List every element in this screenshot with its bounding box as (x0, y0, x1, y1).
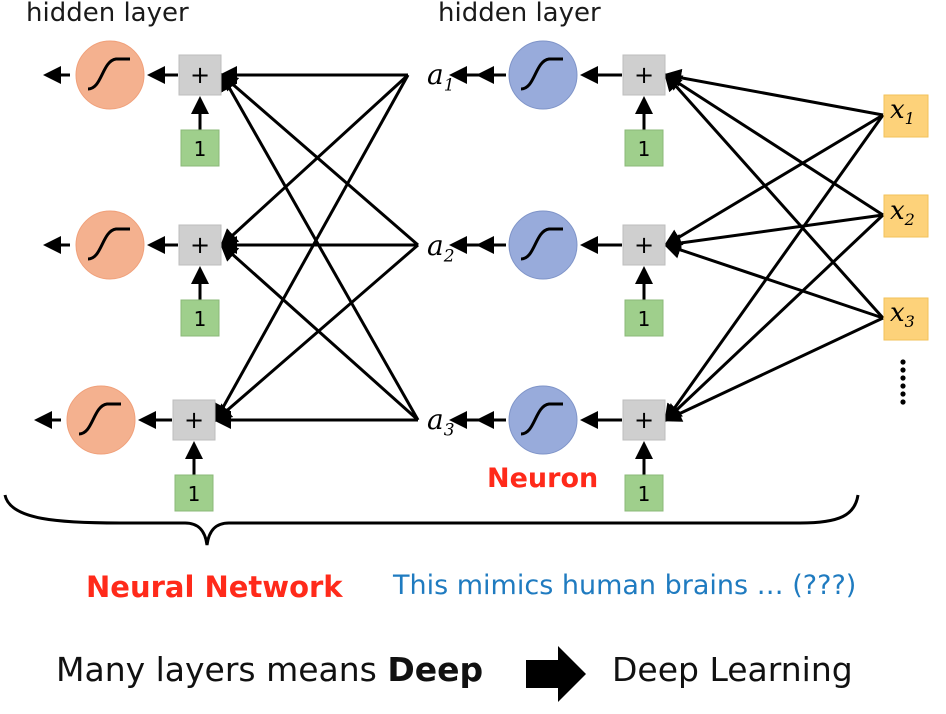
more-inputs-dot (900, 399, 906, 405)
node-shapes: +1 +1 +1 +1 +1 +1 (3, 40, 929, 546)
right-bias-box-2 (624, 299, 664, 337)
right-layer-title: hidden layer (438, 0, 601, 28)
bottom-caption-right: Deep Learning (612, 650, 853, 689)
bias-value: 1 (638, 307, 651, 331)
more-inputs-dot (900, 359, 906, 365)
left-sum-box-1 (178, 54, 222, 96)
sigmoid-icon (520, 402, 563, 436)
sigmoid-icon (520, 57, 563, 91)
input-box-x3 (883, 297, 929, 341)
sigmoid-icon (87, 227, 130, 261)
left-neuron-1 (75, 40, 145, 110)
edge-x1-to-right-sum-3 (664, 114, 885, 423)
right-neuron-1 (508, 40, 578, 110)
plus-icon: + (190, 61, 210, 89)
more-inputs-dot (900, 383, 906, 389)
edge-a3-to-left-sum-2 (219, 243, 419, 422)
edge-x2-to-right-sum-2 (663, 213, 884, 252)
edge-x3-to-right-sum-3 (663, 316, 884, 422)
right-bias-box-3 (624, 474, 664, 512)
right-bias-box-1 (624, 129, 664, 167)
mimics-brain-label: This mimics human brains … (???) (393, 570, 857, 601)
input-label-x3: x3 (890, 298, 915, 332)
right-sum-box-3 (622, 399, 666, 441)
activation-label-a2: a2 (427, 229, 455, 267)
edge-x2-to-right-sum-1 (663, 73, 884, 217)
bias-value: 1 (188, 482, 201, 506)
edge-a1-to-left-sum-2 (219, 73, 410, 248)
more-inputs-dot (900, 391, 906, 397)
activation-label-a3: a3 (427, 403, 455, 441)
sigmoid-icon (87, 57, 130, 91)
plus-icon: + (634, 61, 654, 89)
edge-a2-to-left-sum-3 (213, 243, 419, 422)
left-layer-title: hidden layer (26, 0, 189, 28)
input-box-x1 (883, 94, 929, 138)
right-neuron-2 (508, 210, 578, 280)
sigmoid-icon (520, 227, 563, 261)
left-neuron-3 (66, 385, 136, 455)
plus-icon: + (184, 406, 204, 434)
right-sum-box-1 (622, 54, 666, 96)
plus-icon: + (634, 231, 654, 259)
edge-a2-to-left-sum-1 (219, 73, 419, 247)
edge-x3-to-right-sum-1 (664, 72, 885, 319)
edge-a3-to-left-sum-1 (220, 72, 420, 421)
left-bias-box-3 (174, 474, 214, 512)
plus-icon: + (634, 406, 654, 434)
edge-x2-to-right-sum-3 (663, 213, 885, 423)
sigmoid-icon (78, 402, 121, 436)
plus-icon: + (190, 231, 210, 259)
input-label-x1: x1 (890, 95, 915, 129)
more-inputs-dot (900, 375, 906, 381)
neural-network-label: Neural Network (86, 570, 343, 604)
left-bias-box-2 (180, 299, 220, 337)
edge-a1-to-left-sum-3 (214, 74, 410, 423)
left-neuron-2 (75, 210, 145, 280)
more-inputs-dot (900, 367, 906, 373)
bottom-caption-left: Many layers means Deep (56, 650, 484, 689)
bias-value: 1 (194, 137, 207, 161)
bias-value: 1 (638, 137, 651, 161)
left-sum-box-2 (178, 224, 222, 266)
neuron-label: Neuron (487, 463, 599, 494)
right-neuron-3 (508, 385, 578, 455)
left-sum-box-3 (172, 399, 216, 441)
bias-value: 1 (638, 482, 651, 506)
edge-x1-to-right-sum-1 (663, 68, 884, 117)
right-sum-box-2 (622, 224, 666, 266)
input-label-x2: x2 (890, 196, 915, 230)
network-brace (3, 494, 860, 546)
connection-edges (213, 66, 885, 429)
left-bias-box-1 (180, 129, 220, 167)
activation-label-a1: a1 (427, 58, 455, 96)
edge-x3-to-right-sum-2 (663, 241, 884, 320)
edge-x1-to-right-sum-2 (663, 113, 884, 247)
bias-value: 1 (194, 307, 207, 331)
input-box-x2 (883, 194, 929, 238)
